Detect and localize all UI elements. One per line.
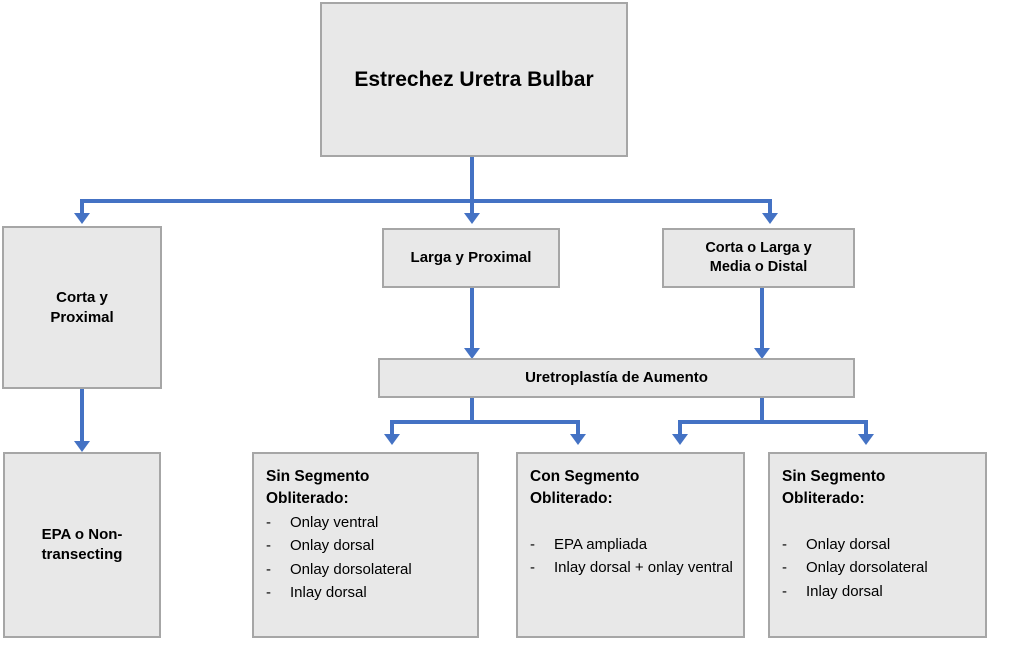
connector-root-to-right <box>768 199 772 215</box>
connector-augment-right-stem <box>760 398 764 422</box>
list-item: - Onlay dorsal <box>782 534 975 555</box>
list-dash: - <box>266 514 271 531</box>
arrow-augment-to-outcome-3 <box>858 434 874 445</box>
connector-root-bus <box>80 199 772 203</box>
list-item: - Inlay dorsal <box>782 581 975 602</box>
connector-root-to-left <box>80 199 84 215</box>
list-item-label: Onlay dorsal <box>290 537 375 555</box>
list-item: - Inlay dorsal <box>266 582 467 603</box>
connector-center-to-augment <box>470 288 474 350</box>
node-branch-left-label: Corta y Proximal <box>50 288 114 326</box>
connector-augment-left-stem <box>470 398 474 422</box>
node-treatment-left[interactable]: EPA o Non- transecting <box>3 452 161 638</box>
node-outcome-2-list: - EPA ampliada - Inlay dorsal + onlay ve… <box>530 534 733 581</box>
list-item-label: EPA ampliada <box>554 536 648 553</box>
arrow-augment-to-outcome-2 <box>570 434 586 445</box>
spacer <box>530 512 733 534</box>
node-branch-center-label: Larga y Proximal <box>410 249 532 267</box>
arrow-center-to-augment <box>464 348 480 359</box>
node-root-label: Estrechez Uretra Bulbar <box>354 67 594 91</box>
node-outcome-3-list: - Onlay dorsal - Onlay dorsolateral - In… <box>782 534 975 604</box>
node-augment[interactable]: Uretroplastía de Aumento <box>378 358 855 398</box>
list-item-label: Onlay dorsolateral <box>290 560 412 578</box>
arrow-augment-to-outcome-1 <box>384 434 400 445</box>
connector-left-to-epa <box>80 389 84 443</box>
list-dash: - <box>266 583 271 601</box>
list-dash: - <box>266 537 271 555</box>
list-item-label: Inlay dorsal <box>290 583 367 601</box>
list-dash: - <box>266 560 271 578</box>
list-item: - Onlay dorsolateral <box>782 557 975 578</box>
node-branch-right-label: Corta o Larga y Media o Distal <box>705 239 812 275</box>
list-item-label: Inlay dorsal + onlay ventral <box>554 559 733 577</box>
list-dash: - <box>782 536 787 553</box>
list-item-label: Onlay ventral <box>290 514 379 531</box>
list-item: - Onlay dorsolateral <box>266 559 467 580</box>
list-item: - Inlay dorsal + onlay ventral <box>530 557 733 578</box>
arrow-left-to-epa <box>74 441 90 452</box>
connector-augment-left-bus <box>390 420 580 424</box>
node-treatment-left-label: EPA o Non- transecting <box>41 526 123 563</box>
node-outcome-2-heading: Con Segmento Obliterado: <box>530 468 640 507</box>
list-item: - Onlay ventral <box>266 512 467 533</box>
spacer <box>782 512 975 534</box>
connector-augment-to-outcome-3 <box>864 420 868 436</box>
connector-root-to-center <box>470 199 474 215</box>
arrow-right-to-augment <box>754 348 770 359</box>
list-item: - Onlay dorsal <box>266 535 467 556</box>
list-dash: - <box>782 582 787 600</box>
connector-root-stem <box>470 157 474 201</box>
list-dash: - <box>530 559 535 577</box>
node-branch-right[interactable]: Corta o Larga y Media o Distal <box>662 228 855 288</box>
node-outcome-1[interactable]: Sin Segmento Obliterado: - Onlay ventral… <box>252 452 479 638</box>
arrow-root-to-center <box>464 213 480 224</box>
list-item-label: Inlay dorsal <box>806 582 883 600</box>
list-item: - EPA ampliada <box>530 534 733 555</box>
arrow-root-to-left <box>74 213 90 224</box>
node-outcome-1-list: - Onlay ventral - Onlay dorsal - Onlay d… <box>266 512 467 605</box>
list-dash: - <box>782 559 787 577</box>
node-augment-label: Uretroplastía de Aumento <box>525 369 708 387</box>
connector-augment-to-outcome-1 <box>390 420 394 436</box>
connector-augment-right-to-outcome-2 <box>678 420 682 436</box>
node-outcome-3[interactable]: Sin Segmento Obliterado: - Onlay dorsal … <box>768 452 987 638</box>
node-branch-left[interactable]: Corta y Proximal <box>2 226 162 389</box>
node-root[interactable]: Estrechez Uretra Bulbar <box>320 2 628 157</box>
arrow-augment-right-to-outcome-2 <box>672 434 688 445</box>
list-item-label: Onlay dorsolateral <box>806 559 928 577</box>
connector-augment-to-outcome-2 <box>576 420 580 436</box>
list-dash: - <box>530 536 535 553</box>
connector-right-to-augment <box>760 288 764 350</box>
node-branch-center[interactable]: Larga y Proximal <box>382 228 560 288</box>
node-outcome-3-heading: Sin Segmento Obliterado: <box>782 468 886 507</box>
node-outcome-2[interactable]: Con Segmento Obliterado: - EPA ampliada … <box>516 452 745 638</box>
list-item-label: Onlay dorsal <box>806 536 891 553</box>
node-outcome-1-heading: Sin Segmento Obliterado: <box>266 468 370 507</box>
connector-augment-right-bus <box>678 420 868 424</box>
arrow-root-to-right <box>762 213 778 224</box>
